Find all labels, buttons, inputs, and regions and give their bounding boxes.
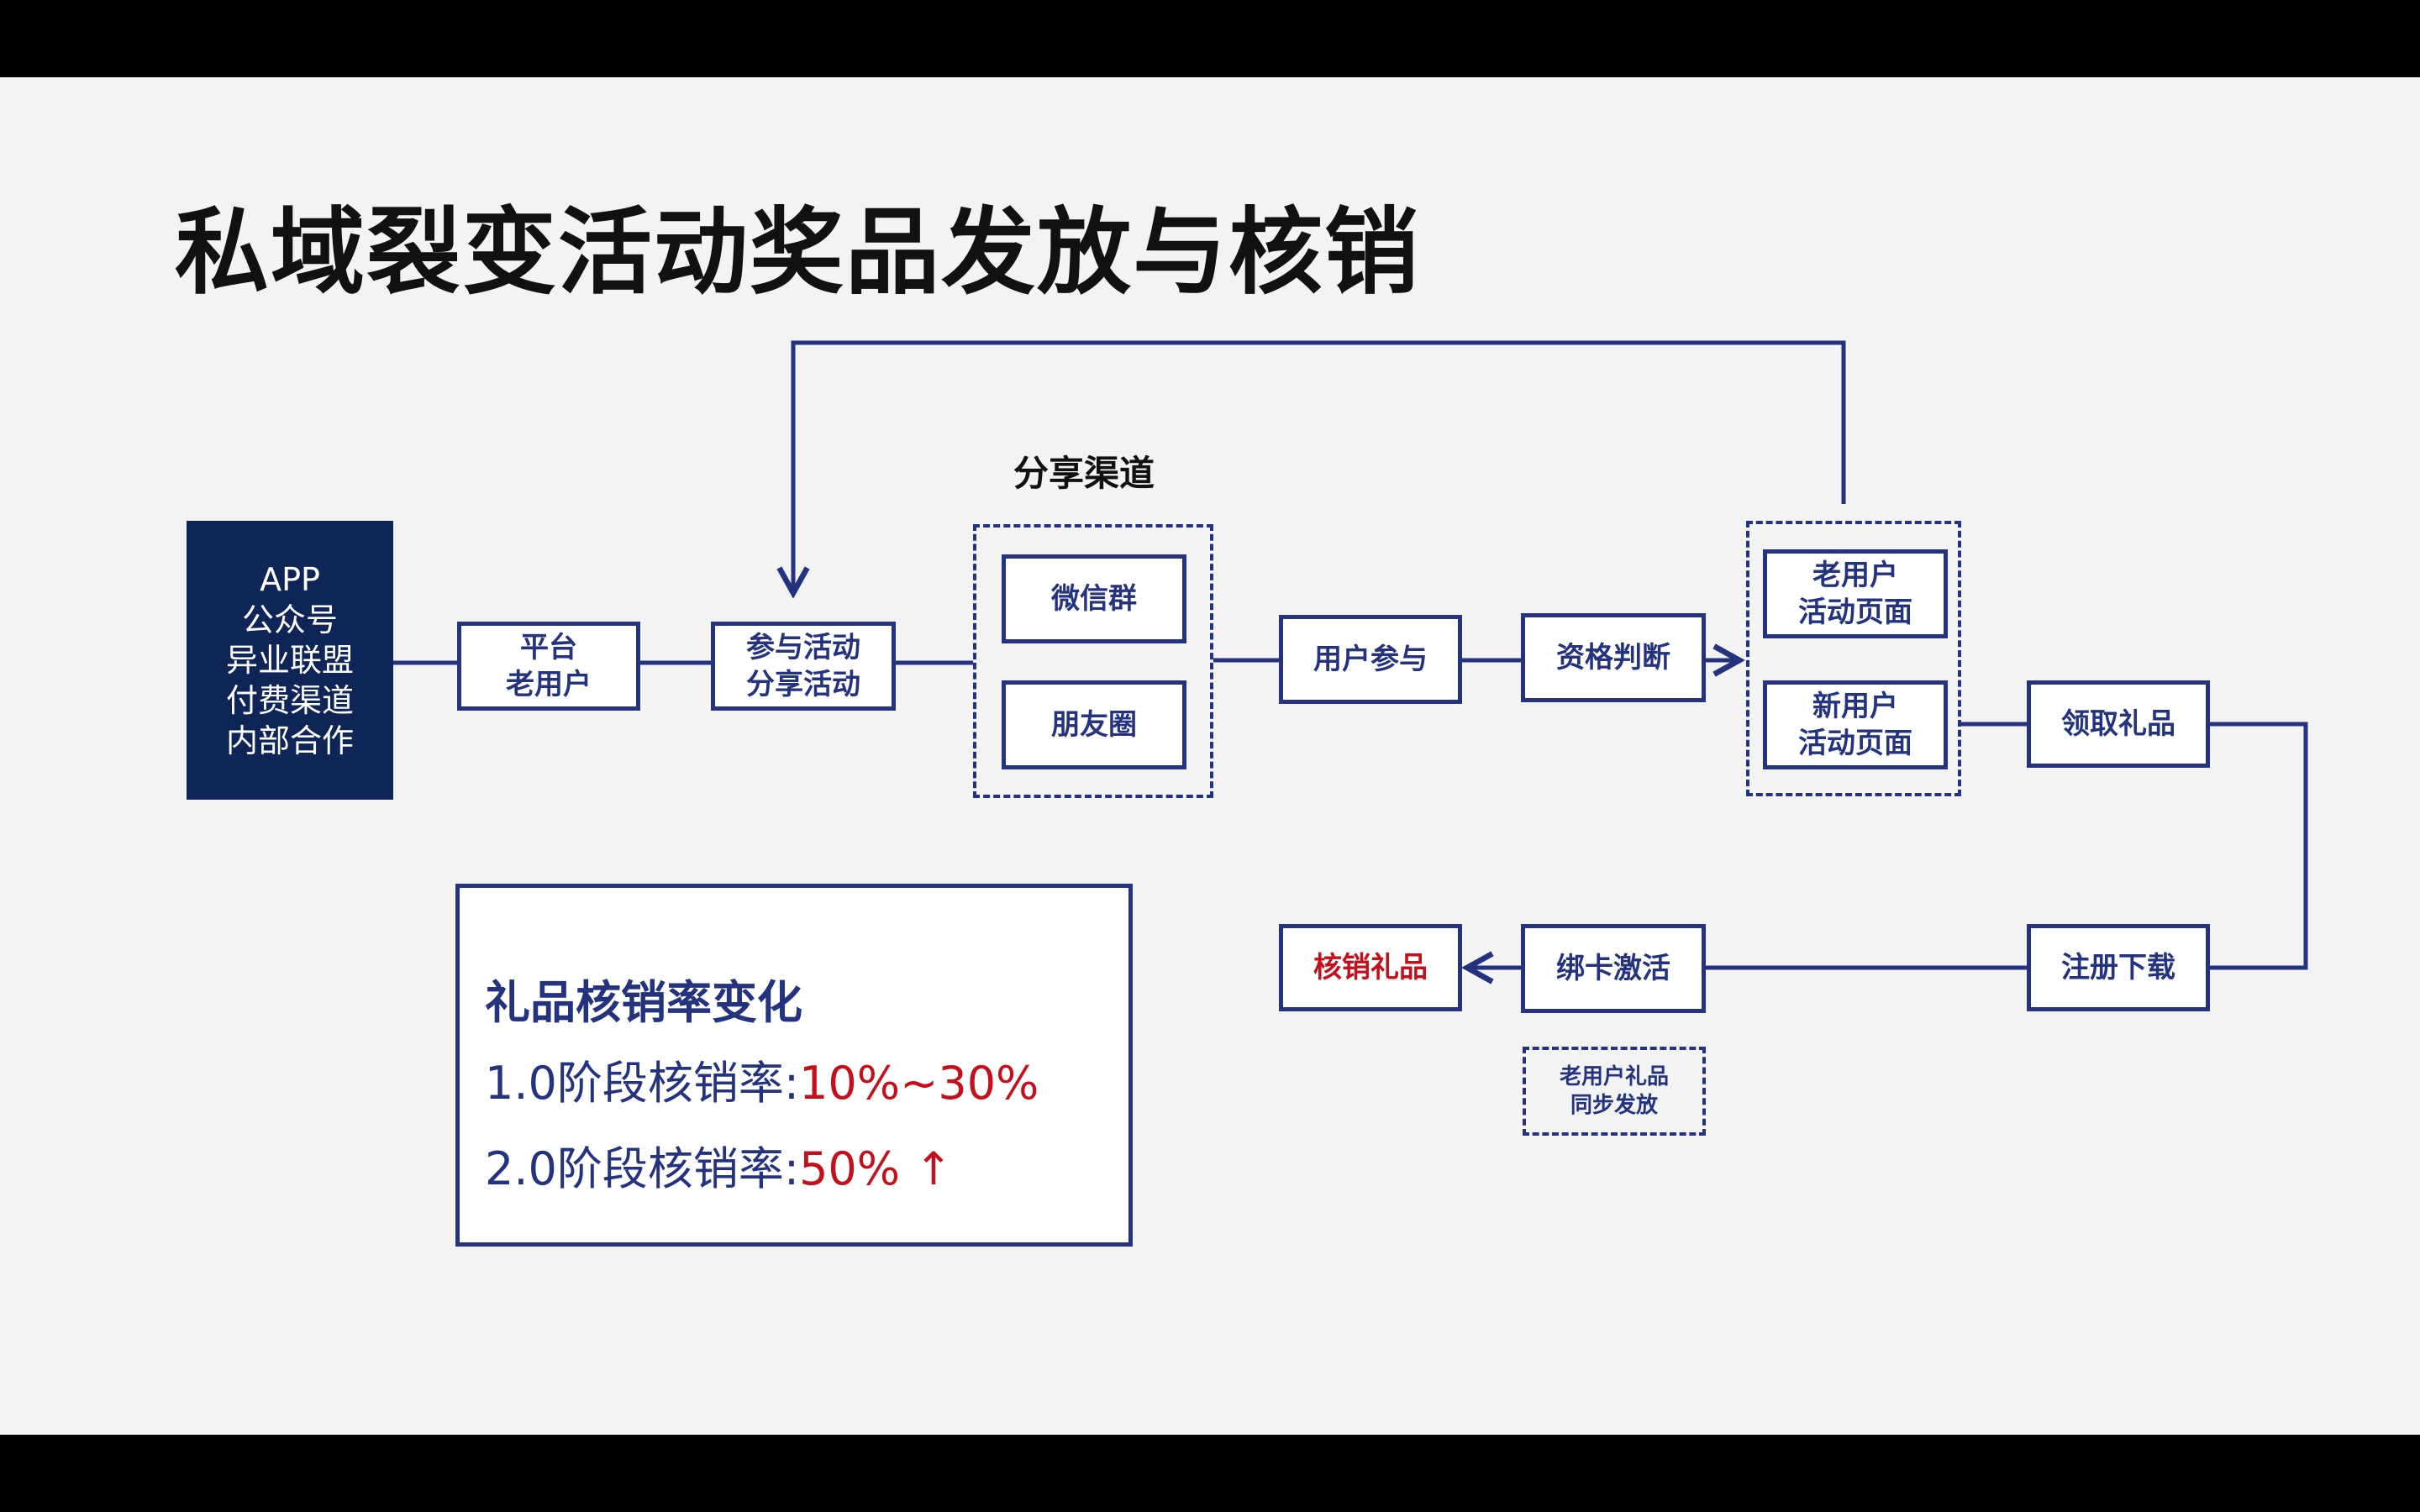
connector-feedback-loop [793, 340, 1846, 593]
share-channel-group [973, 524, 1213, 798]
bind-card-box: 绑卡激活 [1521, 924, 1706, 1013]
source-app: APP [260, 561, 320, 598]
platform-old-user-box: 平台 老用户 [457, 622, 640, 711]
register-download-box: 注册下载 [2027, 924, 2210, 1011]
join-share-box: 参与活动 分享活动 [711, 622, 896, 711]
receive-gift-box: 领取礼品 [2027, 680, 2210, 768]
traffic-source-block: APP 公众号 异业联盟 付费渠道 内部合作 [187, 521, 393, 800]
source-paid-channel: 付费渠道 [225, 682, 354, 719]
wechat-group-box: 微信群 [1002, 554, 1186, 643]
stage2-rate: 2.0阶段核销率:50% ↑ [485, 1131, 953, 1198]
old-user-page-box: 老用户 活动页面 [1763, 549, 1948, 638]
source-alliance: 异业联盟 [225, 642, 354, 679]
stage1-value: 10%~30% [799, 1057, 1039, 1110]
user-join-box: 用户参与 [1279, 615, 1462, 704]
stage2-label: 2.0阶段核销率: [485, 1142, 800, 1195]
connector-receive-register [2210, 722, 2308, 970]
redeem-gift-box: 核销礼品 [1279, 924, 1462, 1011]
moments-box: 朋友圈 [1002, 680, 1186, 769]
old-user-gift-sync-note: 老用户礼品 同步发放 [1523, 1047, 1706, 1136]
redemption-rate-panel: 礼品核销率变化 1.0阶段核销率:10%~30% 2.0阶段核销率:50% ↑ [455, 884, 1133, 1247]
qualify-box: 资格判断 [1521, 613, 1706, 702]
stage2-value: 50% ↑ [799, 1142, 953, 1195]
stage1-label: 1.0阶段核销率: [485, 1057, 800, 1110]
source-official-account: 公众号 [241, 601, 338, 638]
page-title: 私域裂变活动奖品发放与核销 [175, 198, 1420, 307]
note-line-2: 同步发放 [1570, 1093, 1658, 1118]
note-line-1: 老用户礼品 [1559, 1064, 1669, 1089]
new-user-page-box: 新用户 活动页面 [1763, 680, 1948, 769]
share-channel-label: 分享渠道 [1013, 453, 1155, 494]
source-internal: 内部合作 [225, 722, 354, 759]
stage1-rate: 1.0阶段核销率:10%~30% [485, 1046, 1039, 1112]
activity-page-group [1746, 521, 1961, 796]
panel-title: 礼品核销率变化 [485, 976, 802, 1029]
